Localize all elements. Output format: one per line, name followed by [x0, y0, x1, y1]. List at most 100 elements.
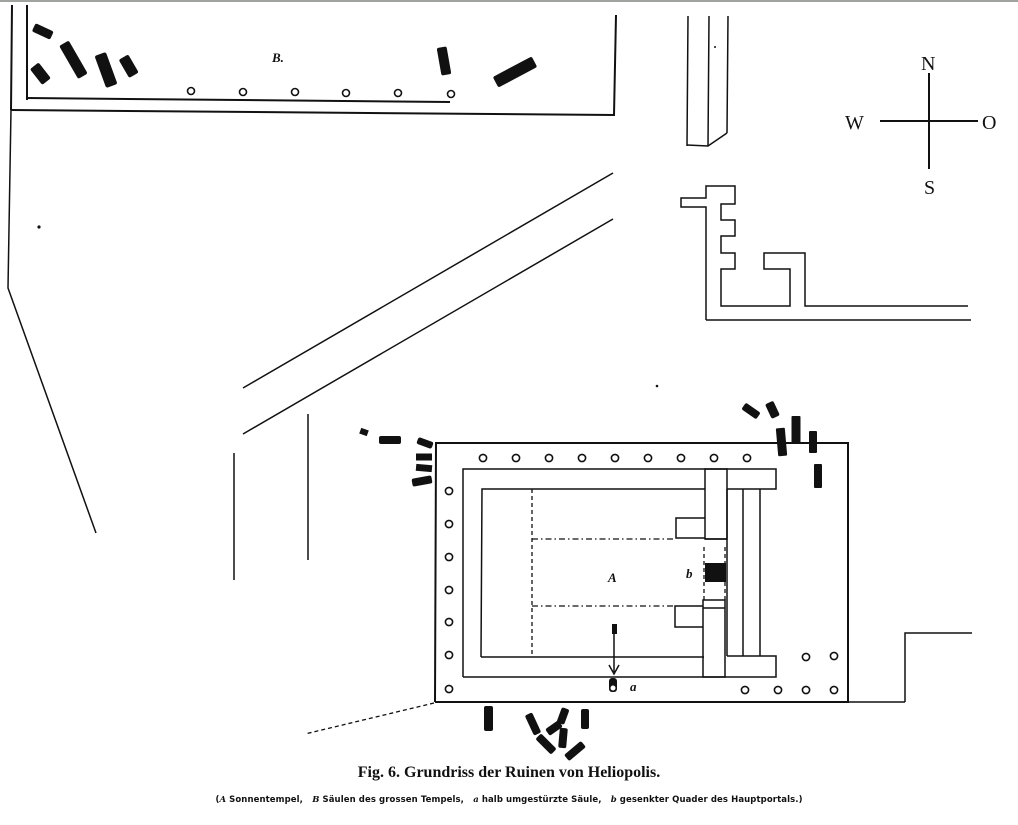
label-great-temple: B.: [271, 50, 284, 65]
figure-title: Fig. 6. Grundriss der Ruinen von Heliopo…: [357, 764, 661, 781]
compass-south: S: [924, 177, 935, 199]
column: [444, 552, 454, 562]
tower-west-edge: [686, 15, 689, 147]
column: [444, 519, 454, 529]
great-temple-outer-south-wall: [10, 109, 616, 116]
arrow-head: [608, 664, 620, 676]
column: [446, 89, 456, 99]
step-south: [674, 605, 703, 628]
peristyle-outer-south: [463, 655, 777, 678]
column: [544, 453, 554, 463]
column: [186, 86, 196, 96]
fallen-block: [30, 63, 51, 85]
fallen-block: [765, 401, 780, 419]
survey-dot: [37, 225, 41, 229]
fallen-block: [493, 57, 537, 87]
column: [444, 650, 454, 660]
legend-key-a-lower: a: [473, 795, 479, 805]
fallen-block: [814, 464, 822, 488]
legend-text-sun-temple: Sonnentempel,: [229, 795, 303, 805]
fallen-block: [411, 475, 433, 487]
fallen-block: [581, 709, 589, 729]
tower-mid-edge: [707, 15, 710, 147]
sun-temple-fallen-blocks: [359, 401, 822, 761]
column: [740, 685, 750, 695]
fallen-block: [775, 427, 788, 457]
tower-structure: [686, 15, 729, 147]
label-fallen-column: a: [630, 679, 637, 694]
compass-north: N: [921, 53, 935, 75]
fallen-block: [545, 720, 563, 736]
legend-open-paren: (: [215, 795, 220, 805]
east-wall-structure: [680, 185, 971, 321]
cella-outer: [480, 488, 705, 658]
column: [444, 684, 454, 694]
fallen-block: [436, 46, 452, 76]
column: [742, 453, 752, 463]
fallen-block: [119, 55, 138, 78]
diagonal-wall-lower: [242, 218, 614, 435]
great-temple-fallen-blocks: [30, 23, 537, 88]
fallen-column-base: [610, 685, 616, 691]
tower-east-edge: [726, 15, 729, 134]
portico-pier-north: [704, 468, 728, 540]
column: [444, 585, 454, 595]
step-north: [675, 517, 705, 539]
great-temple-east-wall: [613, 14, 617, 116]
fallen-block: [557, 707, 569, 725]
column: [610, 453, 620, 463]
sun-temple-outer-wall: [434, 442, 849, 703]
great-temple-inner-south-wall: [26, 97, 451, 103]
label-sun-temple: A: [607, 570, 617, 585]
legend-key-b-upper: B: [312, 795, 320, 805]
column: [511, 453, 521, 463]
column: [676, 453, 686, 463]
compass-east: O: [982, 112, 996, 134]
column: [341, 88, 351, 98]
fallen-block: [809, 431, 817, 453]
legend-key-b-lower: b: [610, 795, 617, 805]
fallen-block: [59, 41, 87, 79]
column: [801, 652, 811, 662]
compass-rose: N S W O: [845, 53, 996, 199]
column: [238, 87, 248, 97]
column: [801, 685, 811, 695]
column: [444, 486, 454, 496]
niche-wall-outline: [680, 185, 968, 320]
fallen-block: [742, 403, 760, 419]
survey-dot: [655, 384, 659, 388]
portico-pier-south: [702, 599, 726, 678]
column: [773, 685, 783, 695]
great-temple-enclosure: [10, 4, 617, 116]
southwest-dashed-line: [304, 702, 435, 735]
compass-west: W: [845, 112, 864, 134]
column: [577, 453, 587, 463]
column: [290, 87, 300, 97]
column: [444, 617, 454, 627]
fallen-block: [525, 712, 541, 736]
label-sunken-block: b: [686, 566, 693, 581]
great-temple-columns: [186, 86, 456, 99]
legend-text-fallen-column: halb umgestürzte Säule,: [481, 795, 602, 805]
sun-temple-enclosure: b A a: [304, 442, 972, 735]
southeast-step-wall: [904, 632, 972, 702]
fallen-block: [791, 416, 801, 444]
fallen-block: [359, 427, 369, 437]
fallen-block: [484, 706, 493, 731]
fallen-block: [95, 52, 117, 88]
fallen-block: [416, 453, 432, 461]
column: [643, 453, 653, 463]
tower-dot: [714, 46, 716, 48]
sun-temple-columns: [444, 453, 839, 695]
sunken-block: [705, 563, 726, 582]
tower-base: [686, 132, 728, 147]
legend-text-great-temple: Säulen des grossen Tempels,: [322, 795, 465, 805]
fallen-column-marker: [612, 624, 617, 634]
column: [478, 453, 488, 463]
legend-key-a-upper: A: [219, 795, 227, 805]
fallen-block: [379, 436, 401, 444]
fallen-block: [416, 437, 434, 449]
column: [709, 453, 719, 463]
